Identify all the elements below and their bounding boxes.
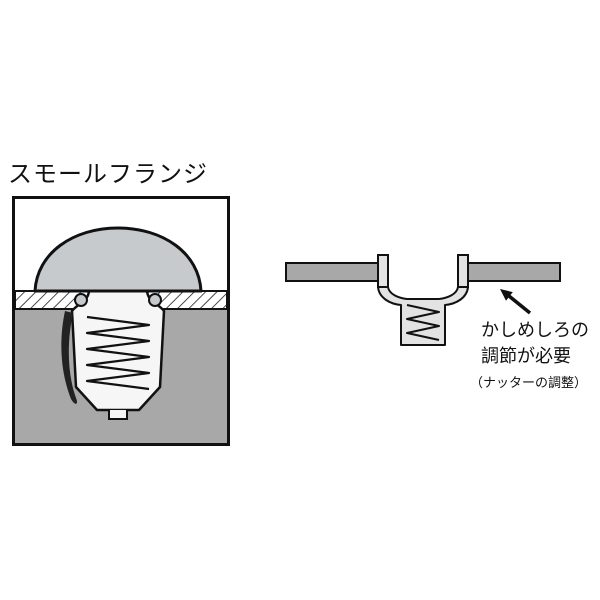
annotation-note: （ナッターの調整） (470, 375, 588, 390)
nut-tip-nub (108, 410, 128, 420)
flange-curl-left (74, 293, 88, 307)
panel-bar-right (467, 262, 561, 282)
nut-body (70, 289, 166, 412)
diagram-title: スモールフランジ (8, 161, 208, 188)
annotation-line-2: 調節が必要 (481, 346, 571, 366)
thread-zigzag (85, 315, 151, 391)
annotation-line-1: かしめしろの (481, 320, 589, 340)
dome-flange (33, 226, 203, 293)
flange-curl-right (148, 293, 162, 307)
flange-cross-section-illustration (15, 199, 227, 443)
panel-bar-left (285, 262, 379, 282)
thread-zigzag-schematic (406, 304, 440, 341)
installation-schematic (285, 254, 561, 346)
nut-lip-right (457, 254, 469, 288)
cross-section-panel (12, 196, 230, 446)
nut-lip-left (377, 254, 389, 288)
annotation-text: かしめしろの 調節が必要 (481, 317, 589, 369)
annotation-arrow (500, 289, 532, 315)
bore-shadow (61, 311, 78, 404)
